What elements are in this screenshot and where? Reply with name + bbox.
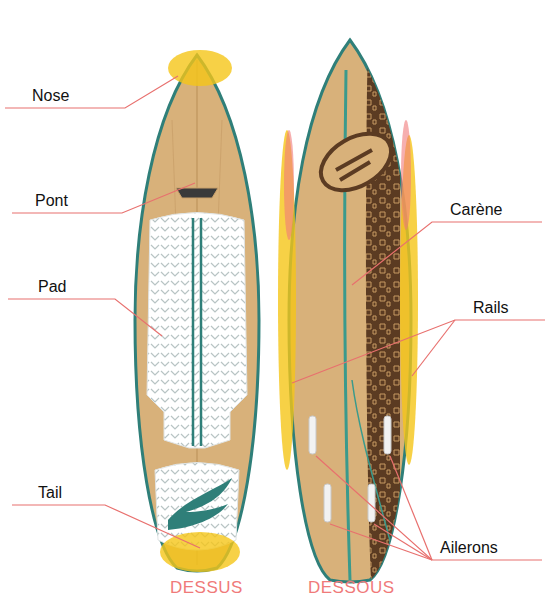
part-label: Rails [473, 299, 509, 317]
board-top [135, 50, 259, 572]
board-bottom [278, 40, 418, 600]
part-label: Pont [35, 192, 68, 210]
part-label: Tail [38, 484, 62, 502]
side-caption: DESSUS [170, 578, 243, 597]
part-label: Nose [32, 87, 69, 105]
leader-lines [5, 76, 545, 560]
part-label: Pad [38, 278, 66, 296]
part-label: Ailerons [440, 539, 498, 557]
side-caption: DESSOUS [308, 578, 395, 597]
part-label: Carène [450, 201, 502, 219]
